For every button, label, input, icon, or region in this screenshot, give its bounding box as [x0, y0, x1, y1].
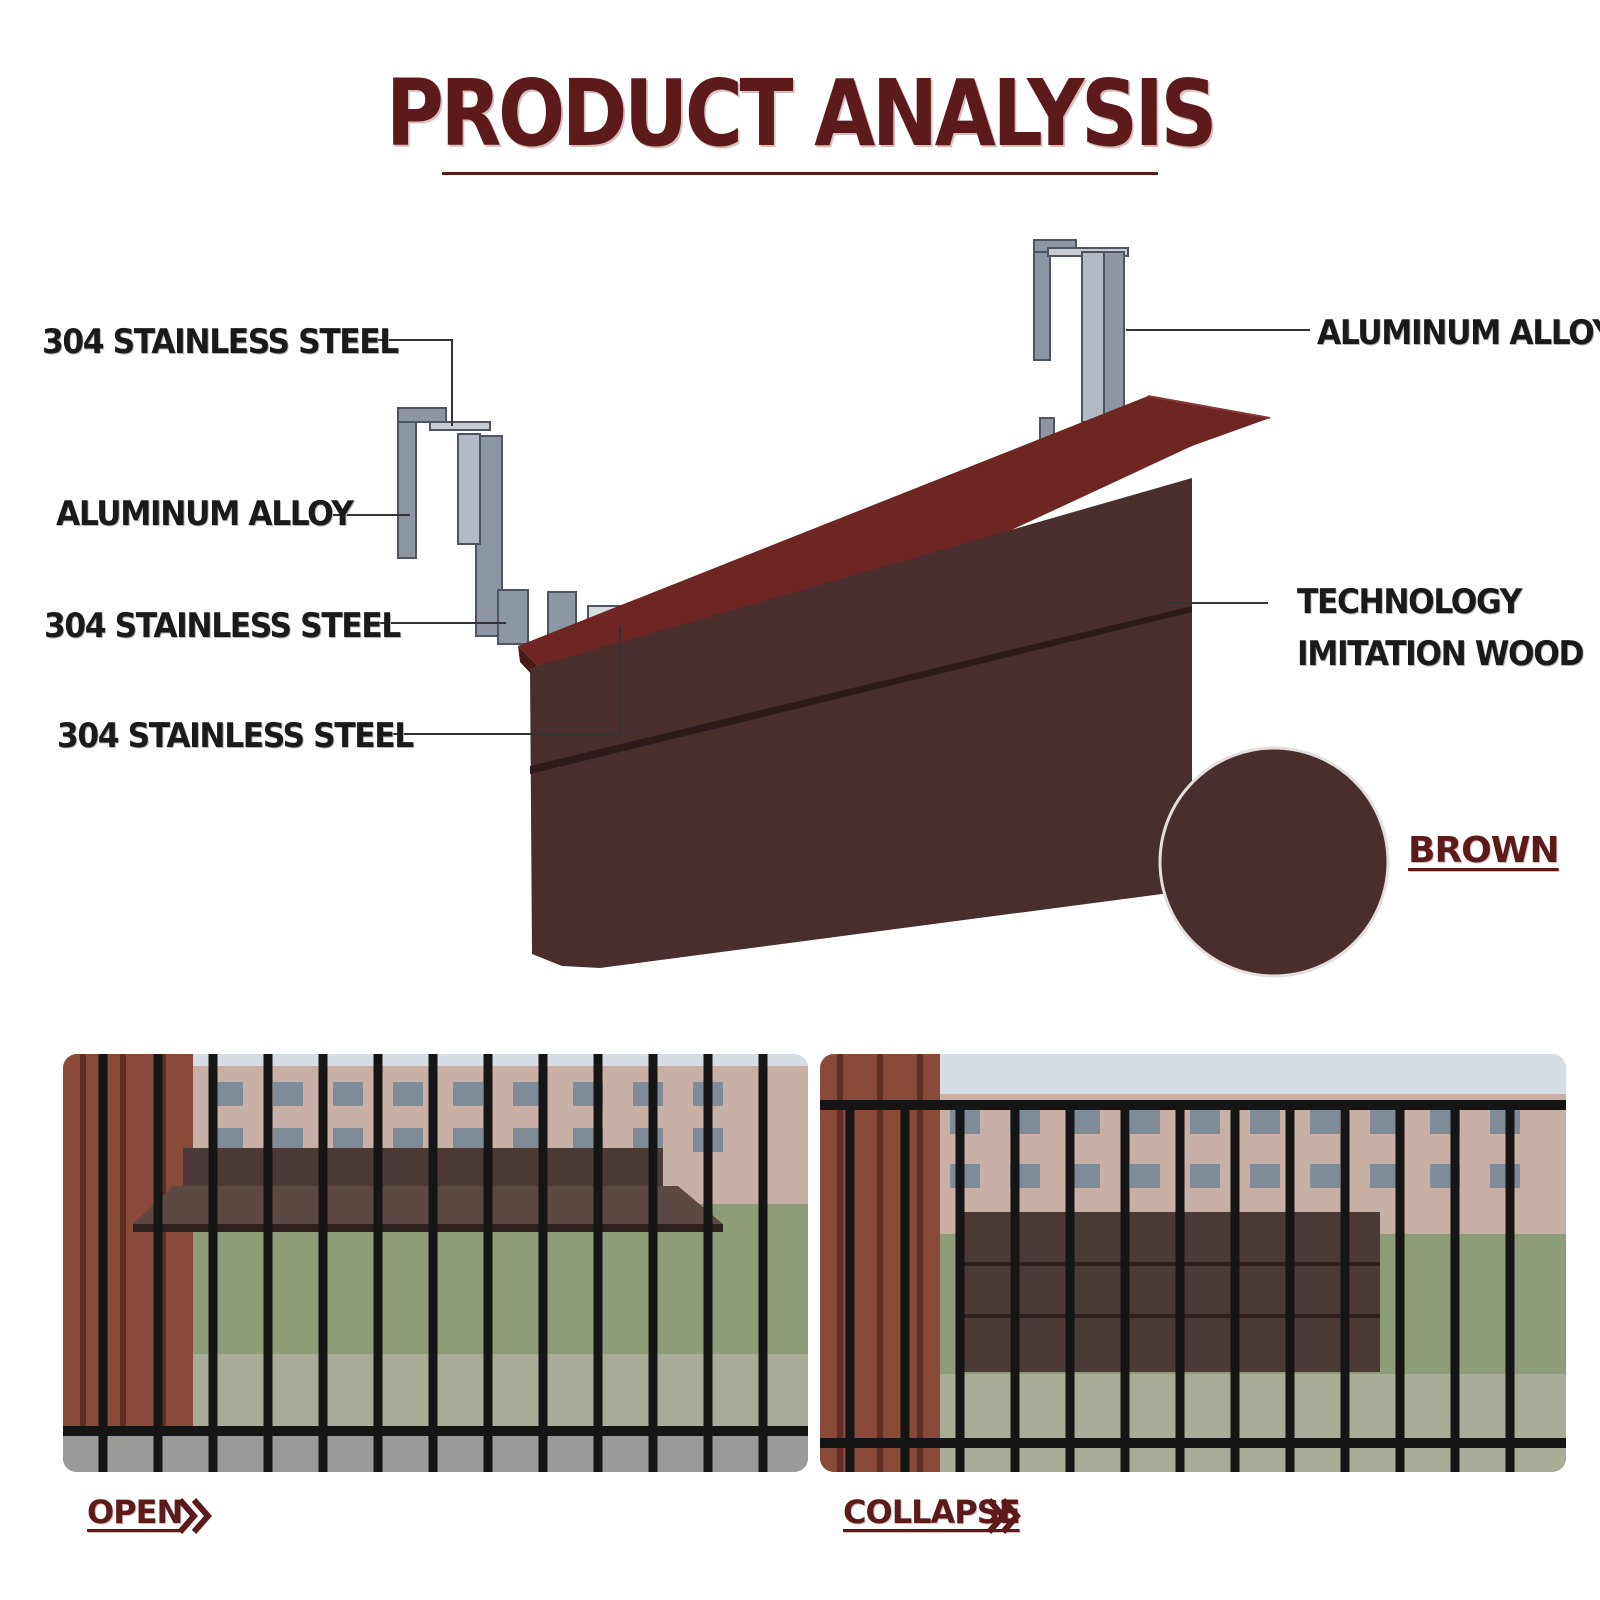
- brown-swatch: [1158, 746, 1390, 978]
- left-bracket: [397, 407, 639, 645]
- label-stainless-top: 304 STAINLESS STEEL: [42, 322, 399, 362]
- label-aluminum-left: ALUMINUM ALLOY: [56, 494, 354, 534]
- label-stainless-bottom: 304 STAINLESS STEEL: [57, 716, 414, 756]
- chevron-right-icon: [986, 1498, 1021, 1534]
- leader-lines: [330, 329, 1310, 735]
- product-diagram: [330, 239, 1390, 978]
- label-imitation-wood: TECHNOLOGY IMITATION WOOD: [1297, 576, 1584, 680]
- photo-collapse: [820, 1054, 1566, 1472]
- label-wood-line1: TECHNOLOGY: [1297, 582, 1522, 622]
- title-underline: [442, 172, 1158, 175]
- label-stainless-mid: 304 STAINLESS STEEL: [44, 606, 401, 646]
- table-panel: [530, 478, 1192, 968]
- caption-open: OPEN: [87, 1493, 183, 1531]
- swatch-label: BROWN: [1408, 830, 1560, 871]
- chevron-right-icon: [177, 1498, 212, 1534]
- page-title: PRODUCT ANALYSIS: [385, 60, 1218, 167]
- label-aluminum-right: ALUMINUM ALLOY: [1317, 313, 1600, 353]
- label-wood-line2: IMITATION WOOD: [1297, 634, 1584, 674]
- photo-open: [63, 1054, 808, 1472]
